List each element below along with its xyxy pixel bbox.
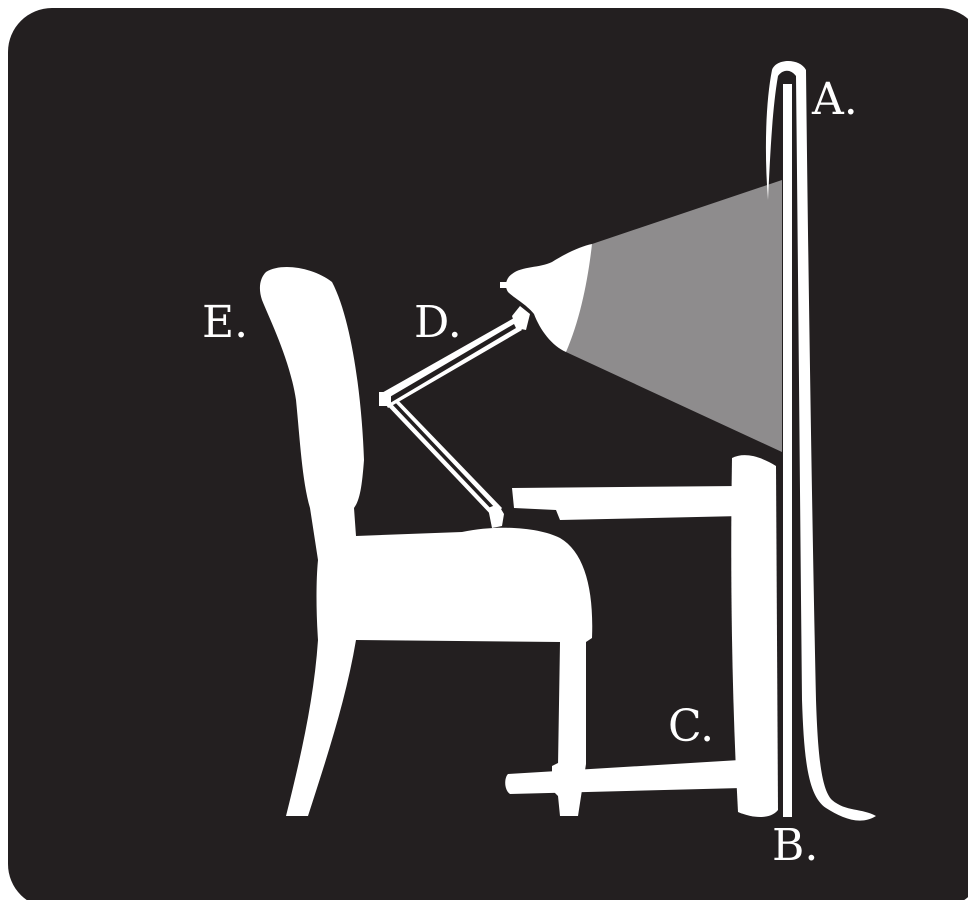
desk-lamp bbox=[379, 244, 592, 528]
light-beam bbox=[566, 180, 782, 452]
lamp-neck bbox=[512, 306, 530, 330]
label-b: B. bbox=[772, 820, 818, 871]
lamp-elbow-joint bbox=[379, 392, 391, 406]
table-top bbox=[512, 486, 742, 520]
backdrop-pole bbox=[783, 84, 792, 817]
label-e: E. bbox=[202, 297, 248, 348]
lamp-clamp bbox=[488, 504, 504, 528]
lamp-shade bbox=[505, 244, 592, 352]
label-c: C. bbox=[668, 701, 714, 752]
table bbox=[505, 455, 778, 817]
lamp-switch bbox=[500, 282, 510, 288]
label-d: D. bbox=[414, 297, 462, 348]
chair bbox=[259, 267, 593, 816]
lamp-upper-arm-gap bbox=[388, 324, 516, 403]
label-a: A. bbox=[811, 74, 858, 125]
table-leg-front bbox=[731, 455, 778, 817]
background-panel bbox=[8, 8, 968, 900]
lamp-lower-arm-gap bbox=[390, 400, 497, 513]
